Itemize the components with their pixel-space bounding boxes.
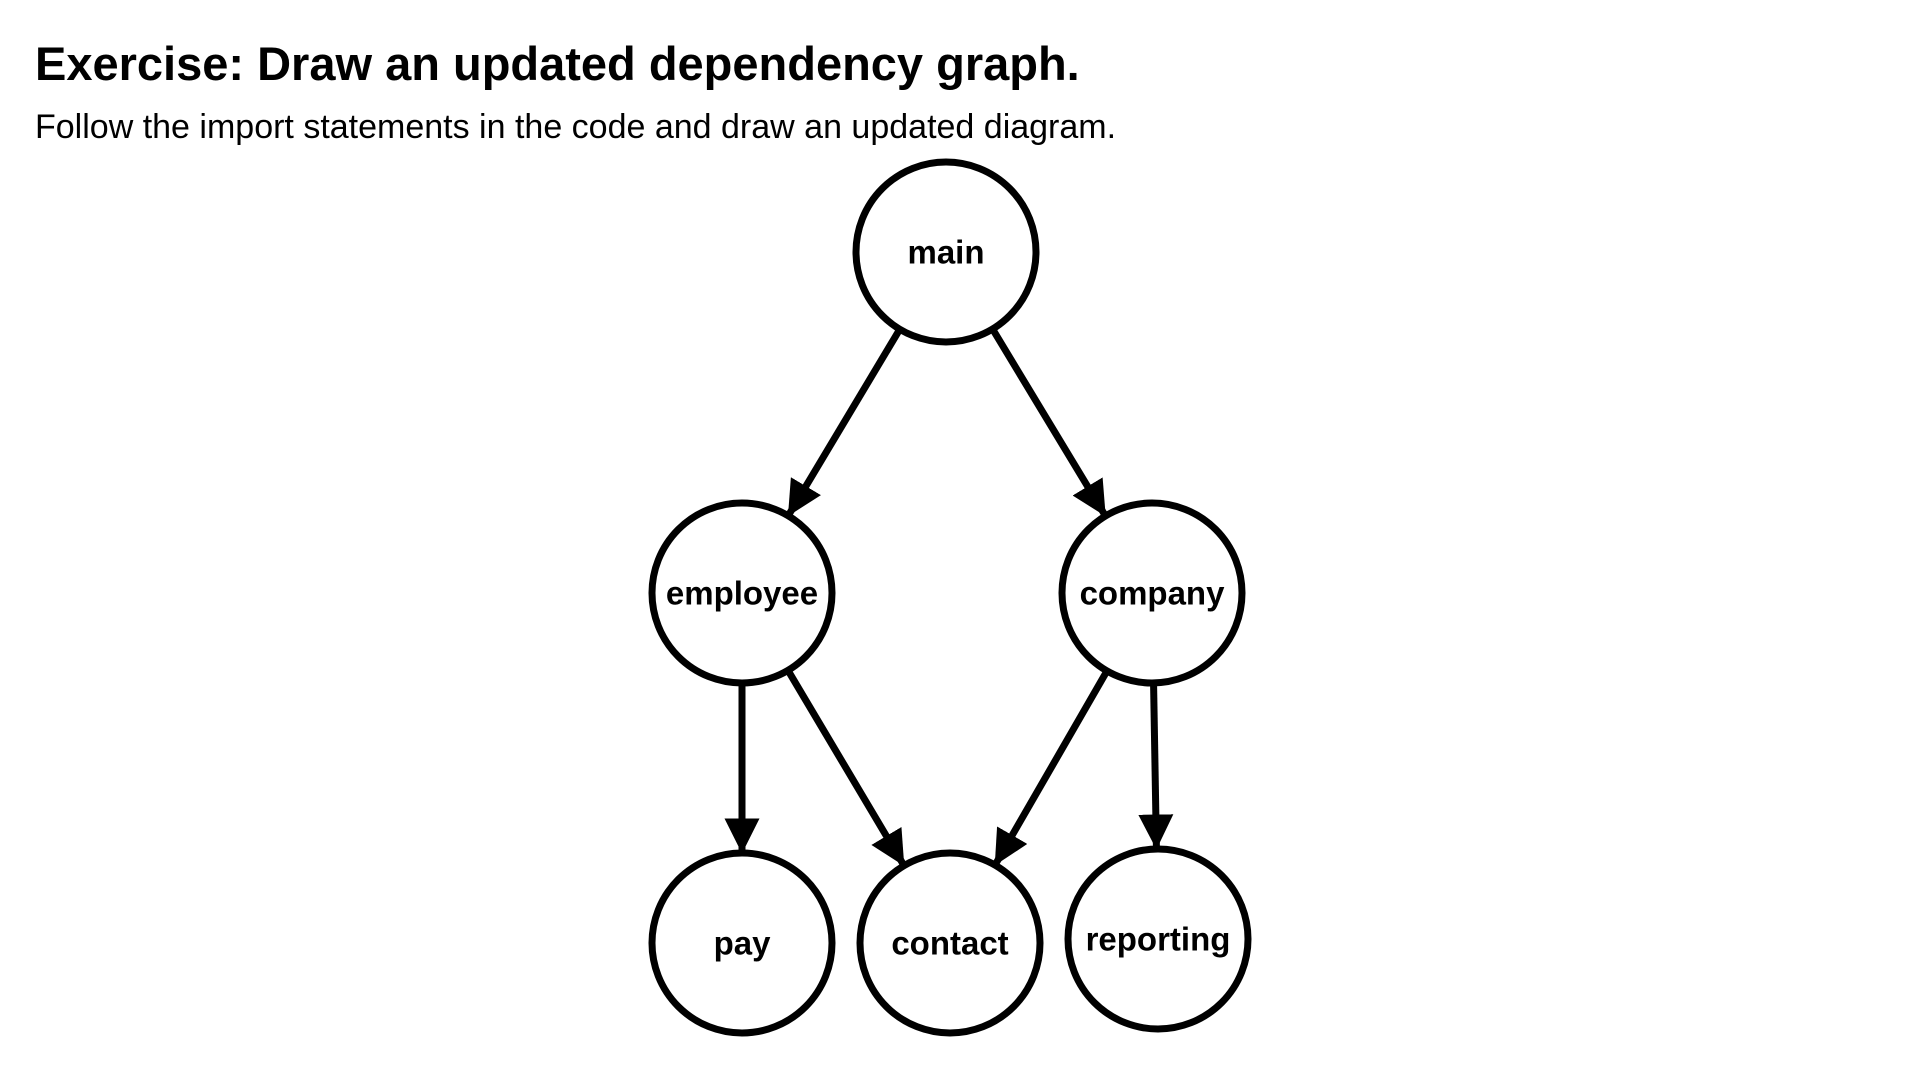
node-label: contact [891,925,1008,962]
node-label: pay [714,925,772,962]
node-contact: contact [856,849,1044,1037]
node-label: reporting [1086,921,1231,958]
node-circle [852,158,1040,346]
node-label: main [907,234,984,271]
node-circle [648,499,836,687]
edge-company-to-contact [993,670,1110,866]
node-employee: employee [648,499,836,687]
node-reporting: reporting [1064,845,1252,1033]
instructions-text: Follow the import statements in the code… [35,108,1117,146]
node-circle [1064,845,1252,1033]
node-company: company [1058,499,1246,687]
edge-main-to-company [990,328,1107,517]
graph-edges [724,328,1174,867]
page-title: Exercise: Draw an updated dependency gra… [35,37,1080,90]
node-circle [856,849,1044,1037]
node-circle [1058,499,1246,687]
node-circle [648,849,836,1037]
edge-company-to-reporting [1138,684,1174,850]
edge-employee-to-contact [785,670,906,867]
node-label: employee [666,575,818,612]
graph-nodes: main employee company pay contact reporting [648,158,1252,1037]
edge-main-to-employee [786,329,902,517]
node-pay: pay [648,849,836,1037]
node-main: main [852,158,1040,346]
node-label: company [1080,575,1226,612]
